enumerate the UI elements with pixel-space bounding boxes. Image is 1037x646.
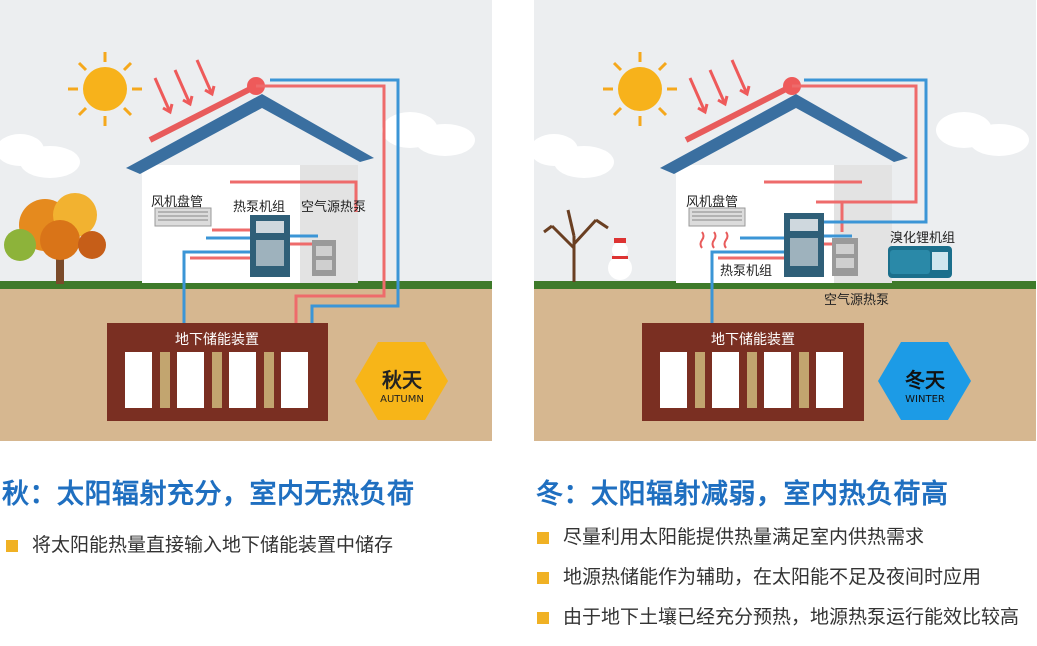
solar-collector [148,83,258,143]
winter-heading: 冬：太阳辐射减弱，室内热负荷高 [536,479,949,510]
heat-pump-label: 热泵机组 [720,264,772,279]
bare-tree-icon [543,209,609,282]
underground-storage-unit [107,323,328,421]
heat-wave-icon [699,231,729,249]
bullet-square-icon [6,540,18,552]
season-badge-autumn: 秋天 AUTUMN [355,342,448,420]
sun-icon [603,52,677,126]
fan-coil-unit [688,207,746,249]
grass [534,281,1036,289]
season-badge-en: WINTER [905,394,945,405]
list-item: 将太阳能热量直接输入地下储能装置中储存 [6,534,393,574]
autumn-scene: 风机盘管 热泵机组 空气源热泵 地下储能装置 秋天 AUTUMN [0,0,492,441]
autumn-illustration: 风机盘管 热泵机组 空气源热泵 地下储能装置 秋天 AUTUMN [0,0,492,441]
bullet-square-icon [537,572,549,584]
cold-water-pipes [710,78,928,324]
air-source-label: 空气源热泵 [824,292,889,308]
bullet-text: 尽量利用太阳能提供热量满足室内供热需求 [563,526,925,548]
lithium-bromide-unit [888,246,952,278]
bullet-text: 地源热储能作为辅助，在太阳能不足及夜间时应用 [563,566,982,588]
storage-label: 地下储能装置 [711,332,795,348]
season-badge-en: AUTUMN [380,394,424,405]
fan-coil-label: 风机盘管 [686,194,738,210]
underground-storage-unit [642,323,864,421]
bullet-square-icon [537,532,549,544]
lithium-unit-label: 溴化锂机组 [890,231,955,246]
cold-water-pipes [182,78,400,324]
heat-pump-unit [250,215,290,277]
heat-pump-label: 热泵机组 [233,200,285,215]
heat-pump-unit [784,213,824,277]
bullet-square-icon [537,612,549,624]
list-item: 尽量利用太阳能提供热量满足室内供热需求 [537,526,1019,566]
solar-radiation-arrows [153,59,216,115]
storage-label: 地下储能装置 [175,332,259,348]
season-badge-cn: 冬天 [905,368,946,392]
cloud-icon [0,112,475,178]
solar-radiation-arrows [688,59,751,115]
grass [0,281,492,289]
hot-water-pipes [190,84,386,324]
winter-illustration: 风机盘管 热泵机组 空气源热泵 溴化锂机组 地下储能装置 冬天 WINTER [534,0,1036,441]
solar-collector [684,83,794,143]
season-badge-winter: 冬天 WINTER [878,342,971,420]
bullet-text: 将太阳能热量直接输入地下储能装置中储存 [32,534,394,556]
fan-coil-unit [154,207,212,227]
autumn-heading: 秋：太阳辐射充分，室内无热负荷 [2,479,415,510]
air-source-heat-pump-unit [832,238,858,276]
bullet-text: 由于地下土壤已经充分预热，地源热泵运行能效比较高 [563,606,1020,628]
winter-scene: 风机盘管 热泵机组 空气源热泵 溴化锂机组 地下储能装置 冬天 WINTER [534,0,1036,441]
season-badge-cn: 秋天 [382,368,423,392]
list-item: 由于地下土壤已经充分预热，地源热泵运行能效比较高 [537,606,1019,646]
autumn-bullet-list: 将太阳能热量直接输入地下储能装置中储存 [6,534,393,574]
air-source-heat-pump-unit [312,240,336,276]
cloud-icon [534,112,1029,178]
fan-coil-label: 风机盘管 [151,194,203,210]
list-item: 地源热储能作为辅助，在太阳能不足及夜间时应用 [537,566,1019,606]
autumn-tree-icon [4,193,106,284]
sun-icon [68,52,142,126]
snowman-icon [608,238,632,280]
air-source-label: 空气源热泵 [301,199,366,215]
winter-bullet-list: 尽量利用太阳能提供热量满足室内供热需求 地源热储能作为辅助，在太阳能不足及夜间时… [537,526,1019,646]
